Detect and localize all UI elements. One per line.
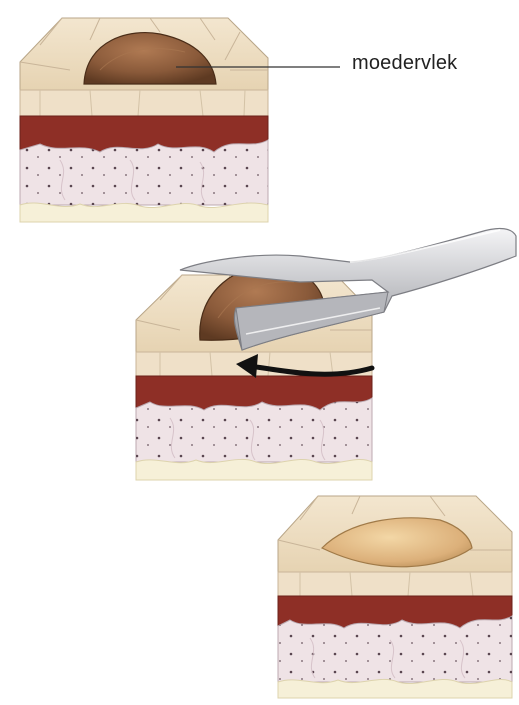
skin-block-excision [136,229,516,480]
skin-block-mole [20,18,340,222]
skin-block-healed [278,496,512,698]
mole-label: moedervlek [352,52,457,75]
